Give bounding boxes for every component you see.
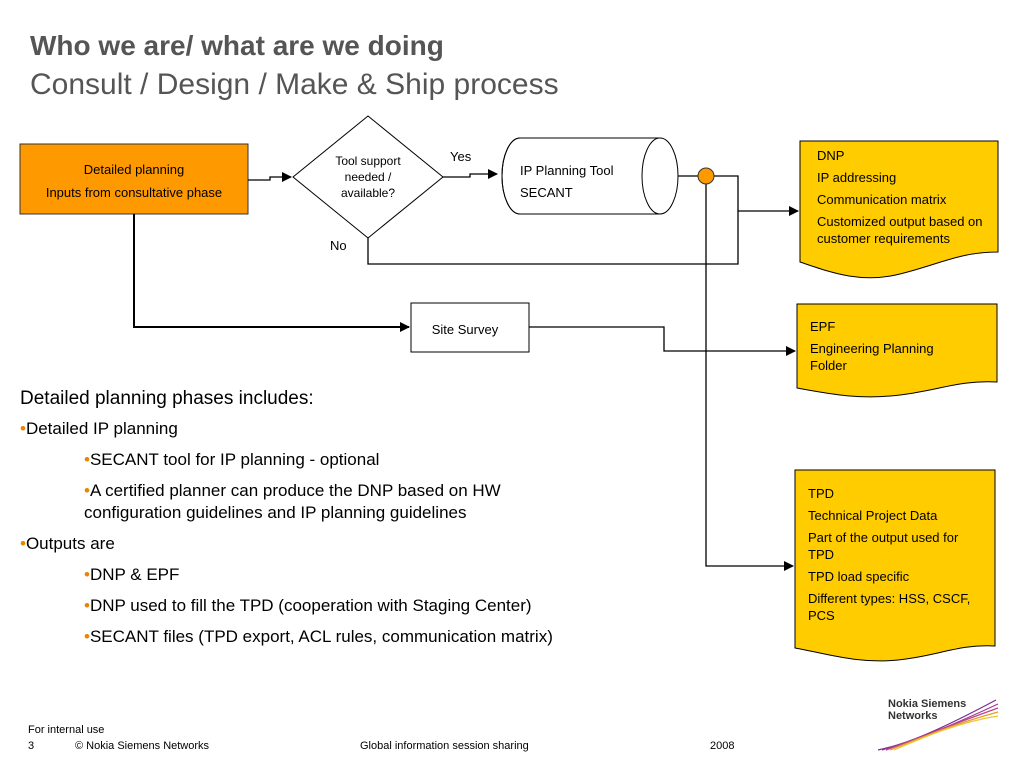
bullet-glyph: • — [84, 565, 90, 584]
bullet-glyph: • — [84, 627, 90, 646]
bullet-glyph: • — [84, 596, 90, 615]
footer-page-number: 3 — [28, 740, 35, 752]
bullet-text: DNP used to fill the TPD (cooperation wi… — [89, 596, 532, 615]
bullet-glyph: • — [20, 419, 26, 438]
bullet-item: •Outputs are — [20, 533, 640, 555]
decision-label: Tool support needed / available? — [318, 153, 418, 201]
doc-epf-shape — [796, 303, 998, 398]
footer-event: Global information session sharing — [360, 740, 529, 752]
yes-label: Yes — [450, 149, 472, 164]
bullet-item: •DNP & EPF — [84, 564, 640, 586]
connector-junction-tpd — [705, 184, 794, 571]
doc-dnp-line: Communication matrix — [817, 192, 947, 207]
footer-copyright: © Nokia Siemens Networks — [75, 740, 210, 752]
doc-dnp-shape — [799, 140, 999, 279]
footer-classification: For internal use — [28, 724, 105, 736]
doc-epf-line: EPF — [810, 319, 836, 334]
bullet-item: •SECANT files (TPD export, ACL rules, co… — [84, 626, 640, 648]
bullet-item: •Detailed IP planning — [20, 418, 640, 440]
tool-line1: IP Planning Tool — [520, 163, 614, 178]
decision-line1: Tool support — [335, 154, 401, 168]
connector-start-decision — [248, 172, 292, 182]
bullet-glyph: • — [84, 481, 90, 500]
start-box-line1: Detailed planning — [83, 162, 185, 177]
bullet-item: •DNP used to fill the TPD (cooperation w… — [84, 595, 640, 617]
doc-dnp-line: DNP — [817, 148, 845, 163]
no-label: No — [330, 238, 347, 253]
body-text: Detailed planning phases includes: •Deta… — [20, 388, 640, 648]
bullet-item: •SECANT tool for IP planning - optional — [84, 449, 640, 471]
slide-title: Who we are/ what are we doing — [30, 30, 444, 61]
doc-tpd-line: Different types: HSS, CSCF, PCS — [808, 591, 971, 623]
doc-tpd-line: Technical Project Data — [808, 508, 938, 523]
detailed-planning-label: Detailed planning Inputs from consultati… — [20, 161, 248, 201]
bullet-text: Outputs are — [25, 534, 115, 553]
footer-year: 2008 — [710, 740, 735, 752]
bullet-item: •A certified planner can produce the DNP… — [84, 480, 584, 524]
doc-tpd-line: TPD — [808, 486, 834, 501]
nokia-siemens-logo: Nokia Siemens Networks — [876, 696, 1001, 752]
logo-line1: Nokia Siemens — [888, 698, 967, 710]
body-heading: Detailed planning phases includes: — [20, 388, 314, 409]
logo-swirl-icon — [877, 699, 999, 751]
connector-yes — [443, 169, 498, 179]
connector-no — [367, 211, 739, 265]
doc-dnp-text: DNP IP addressing Communication matrix C… — [817, 147, 989, 252]
ip-planning-tool-cylinder — [501, 137, 679, 215]
ip-planning-tool-label: IP Planning Tool SECANT — [520, 163, 640, 201]
doc-epf-line: Engineering Planning Folder — [810, 341, 934, 373]
bullet-text: Detailed IP planning — [25, 419, 178, 438]
doc-epf-text: EPF Engineering Planning Folder — [810, 318, 960, 379]
logo-line2: Networks — [888, 710, 938, 722]
bullet-text: SECANT tool for IP planning - optional — [89, 450, 380, 469]
doc-tpd-shape — [794, 469, 996, 662]
connector-tool-dnp — [678, 175, 799, 216]
decision-line3: available? — [340, 186, 396, 200]
doc-dnp-line: IP addressing — [817, 170, 897, 185]
decision-line2: needed / — [344, 170, 392, 184]
site-survey-label: Site Survey — [431, 322, 499, 337]
doc-tpd-line: Part of the output used for TPD — [808, 530, 959, 562]
bullet-text: SECANT files (TPD export, ACL rules, com… — [89, 627, 553, 646]
start-box-line2: Inputs from consultative phase — [45, 185, 223, 200]
connector-start-survey — [133, 214, 410, 332]
doc-tpd-line: TPD load specific — [808, 569, 910, 584]
doc-dnp-line: Customized output based on customer requ… — [817, 214, 983, 246]
bullet-text: A certified planner can produce the DNP … — [84, 481, 501, 522]
bullet-glyph: • — [84, 450, 90, 469]
site-survey-box — [410, 302, 530, 353]
doc-tpd-text: TPD Technical Project Data Part of the o… — [808, 485, 983, 629]
bullet-glyph: • — [20, 534, 26, 553]
bullet-text: DNP & EPF — [89, 565, 180, 584]
junction-dot — [697, 167, 715, 185]
tool-line2: SECANT — [520, 185, 573, 200]
connector-survey-epf — [529, 326, 796, 356]
slide-subtitle: Consult / Design / Make & Ship process — [30, 68, 559, 101]
